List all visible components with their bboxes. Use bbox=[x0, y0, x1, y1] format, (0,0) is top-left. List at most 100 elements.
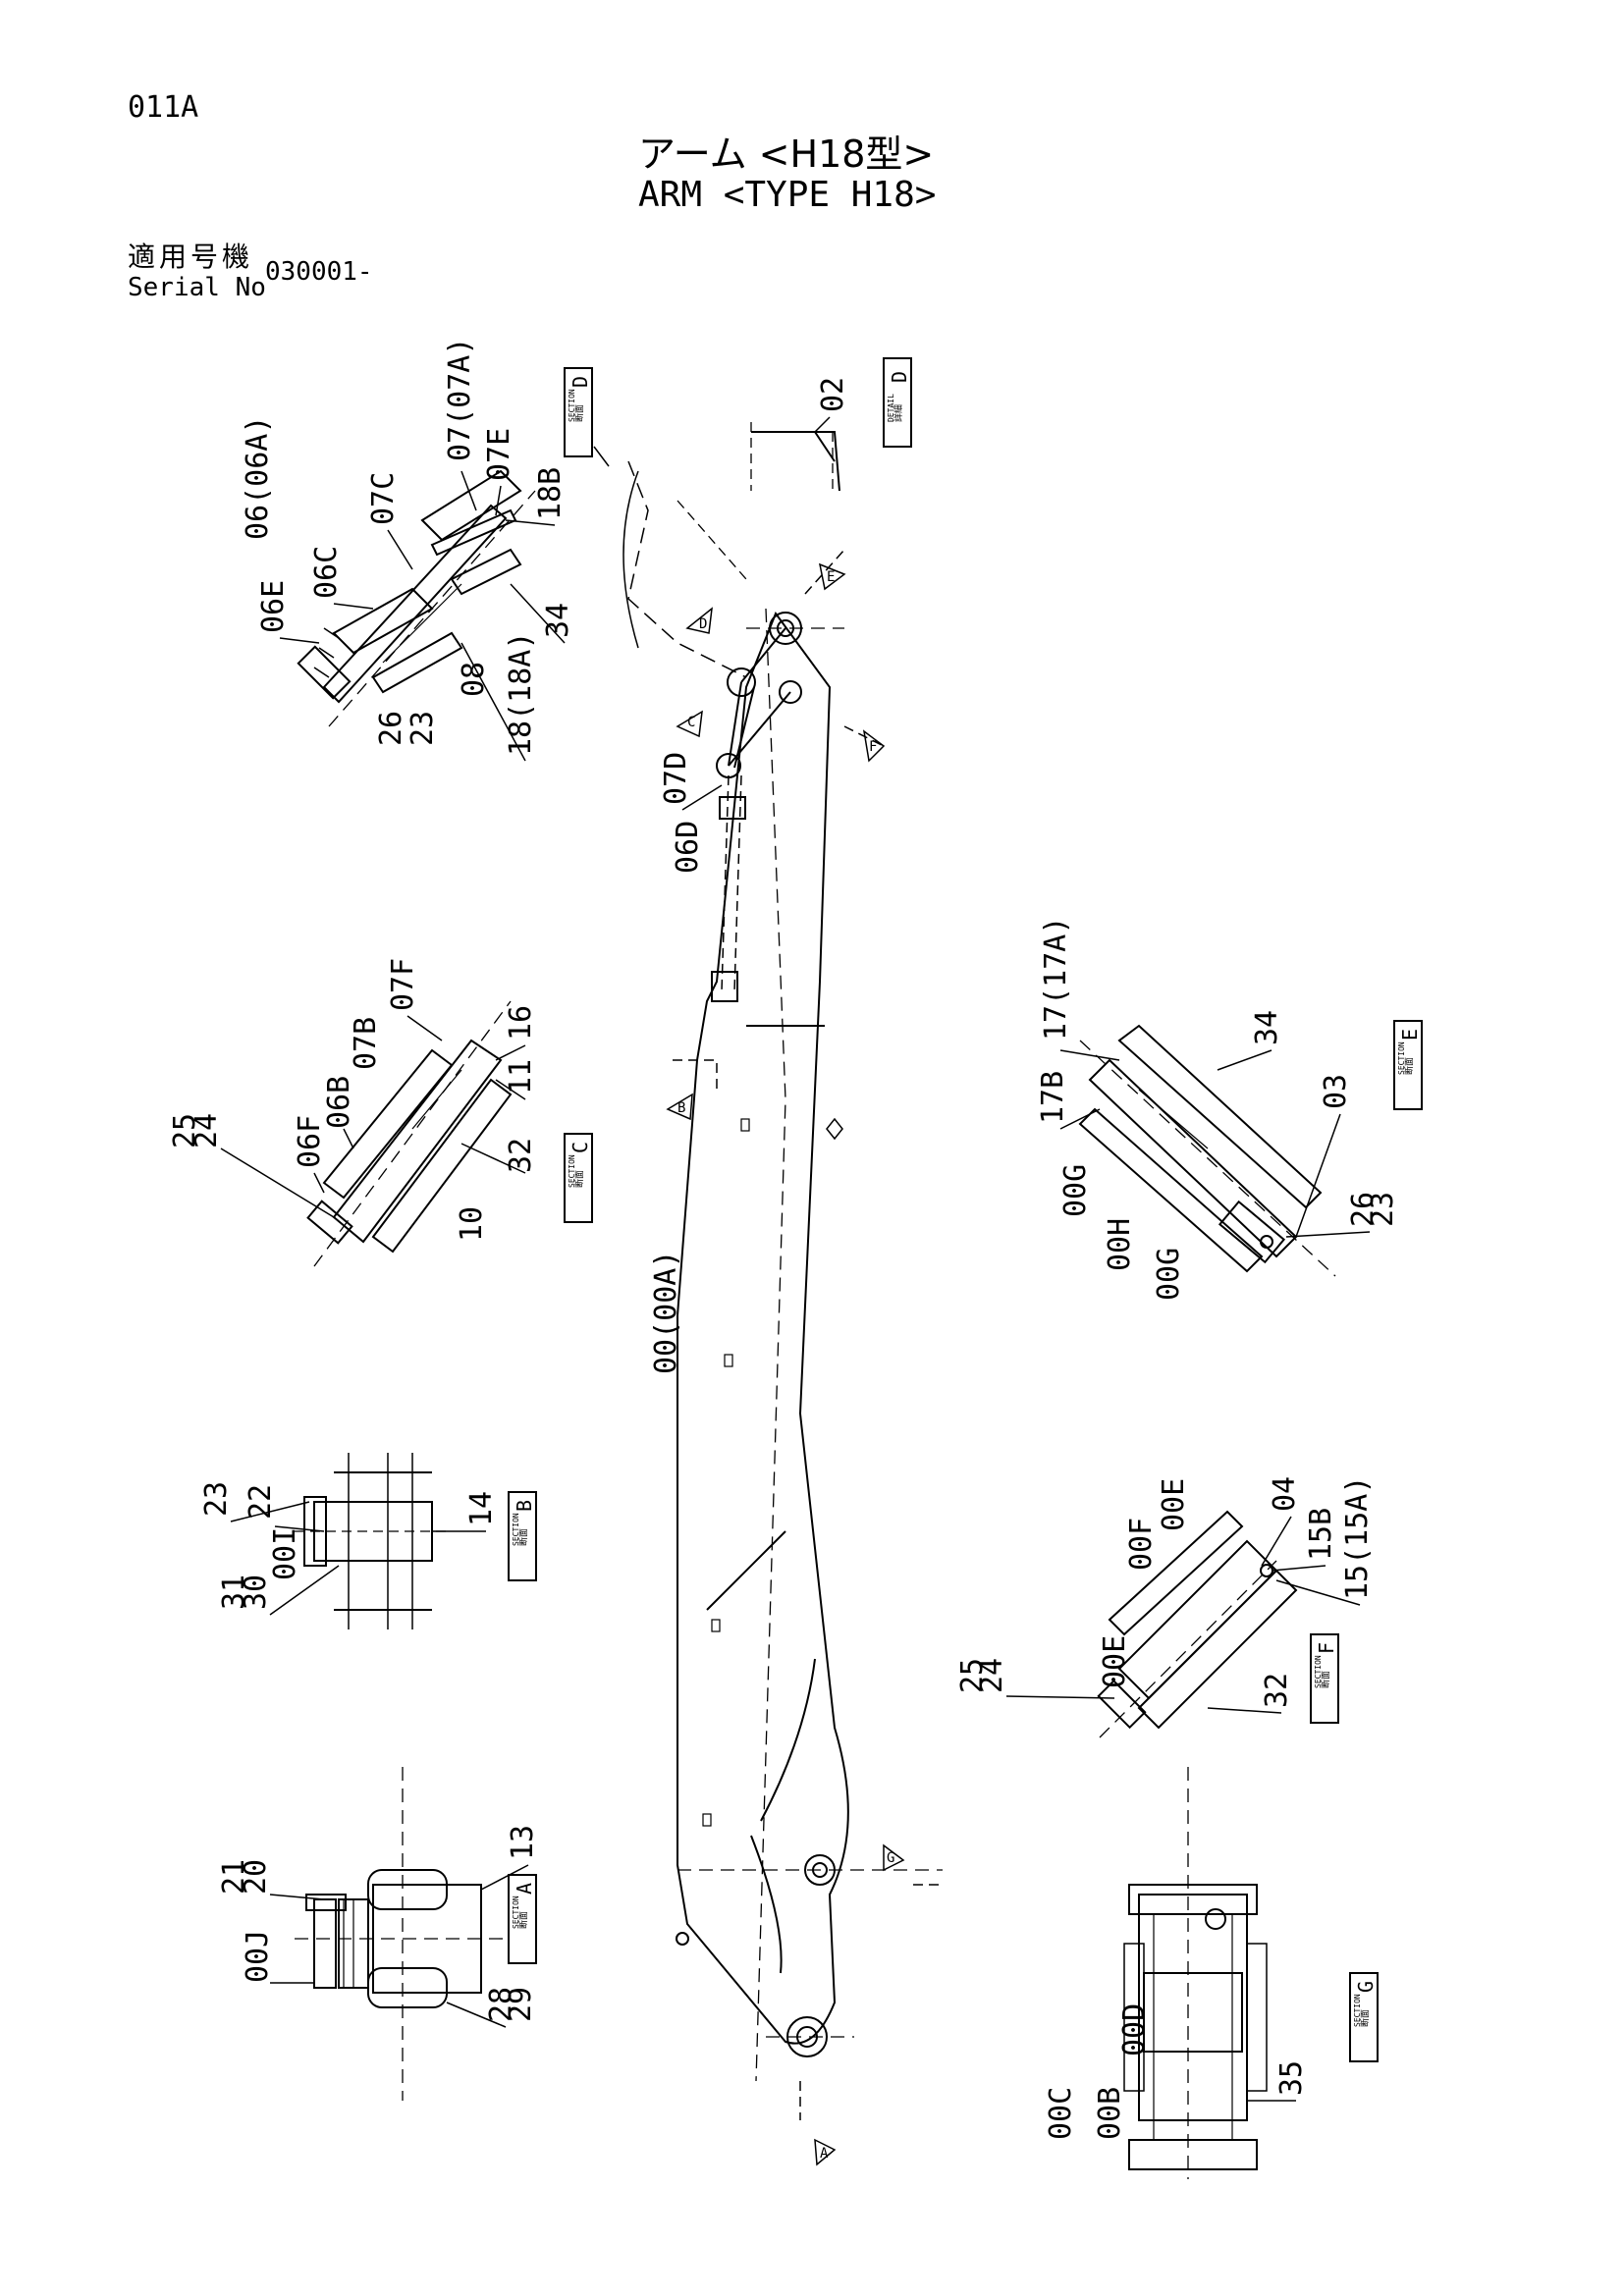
section-d-view bbox=[297, 469, 536, 727]
svg-text:A: A bbox=[513, 1883, 536, 1895]
svg-text:C: C bbox=[568, 1142, 592, 1153]
page-id: 011A bbox=[128, 90, 199, 125]
svg-text:SECTION: SECTION bbox=[512, 1896, 520, 1929]
callout-label: 29 bbox=[504, 1987, 538, 2022]
callout-label: 00J bbox=[241, 1930, 275, 1983]
callout-label: 06(06A) bbox=[241, 416, 275, 540]
title-english: ARM <TYPE H18> bbox=[638, 175, 937, 215]
svg-text:断面: 断面 bbox=[1403, 1057, 1415, 1075]
section-g-view bbox=[1123, 1767, 1268, 2179]
svg-text:詳細: 詳細 bbox=[893, 404, 904, 422]
section-b-view bbox=[295, 1453, 452, 1629]
callout-label: 16 bbox=[504, 1005, 538, 1041]
callout-label: 06D bbox=[671, 821, 705, 874]
callout-label: 07E bbox=[482, 428, 516, 481]
callout-label: 20 bbox=[239, 1859, 273, 1895]
section-tag-f: 断面 SECTION F bbox=[1310, 1633, 1339, 1724]
flag-letter-b: B bbox=[677, 1100, 685, 1116]
callout-label: 04 bbox=[1268, 1476, 1302, 1512]
section-tag-b: 断面 SECTION B bbox=[508, 1491, 537, 1581]
svg-text:SECTION: SECTION bbox=[512, 1513, 520, 1546]
title-japanese: アーム <H18型> bbox=[638, 133, 935, 176]
callout-label: 06C bbox=[309, 546, 344, 599]
callout-label: 00G bbox=[1152, 1248, 1186, 1301]
callout-label: 21 bbox=[217, 1859, 251, 1895]
svg-text:断面: 断面 bbox=[517, 1911, 529, 1929]
callout-label: 18(18A) bbox=[504, 632, 538, 756]
serial-label-english: Serial No bbox=[128, 273, 266, 302]
section-c-view bbox=[306, 1000, 513, 1267]
section-a-view bbox=[295, 1767, 511, 2101]
callout-label: 07D bbox=[659, 752, 693, 805]
svg-text:断面: 断面 bbox=[517, 1528, 529, 1546]
callout-label: 32 bbox=[1260, 1673, 1294, 1708]
flag-letter-a: A bbox=[820, 2146, 829, 2162]
section-tag-a: 断面 SECTION A bbox=[508, 1874, 537, 1964]
callout-label: 06B bbox=[322, 1076, 356, 1129]
callout-label: 00E bbox=[1098, 1635, 1132, 1688]
callout-label: 07B bbox=[349, 1017, 383, 1070]
callout-label: 17(17A) bbox=[1039, 917, 1073, 1041]
svg-text:SECTION: SECTION bbox=[568, 389, 576, 422]
callout-label: 00D bbox=[1117, 2003, 1152, 2056]
callout-label: 14 bbox=[464, 1491, 499, 1526]
callout-label: 23 bbox=[406, 711, 440, 746]
svg-text:SECTION: SECTION bbox=[568, 1154, 576, 1188]
flag-letter-g: G bbox=[887, 1850, 894, 1866]
callout-label: 32 bbox=[504, 1138, 538, 1173]
callout-label: 25 bbox=[955, 1658, 990, 1693]
callout-label: 15(15A) bbox=[1340, 1476, 1375, 1600]
detail-tag-d: 詳細 DETAIL D bbox=[883, 357, 912, 448]
svg-text:E: E bbox=[1398, 1029, 1422, 1041]
svg-text:F: F bbox=[1315, 1642, 1338, 1654]
flag-letter-c: C bbox=[687, 715, 695, 730]
arm-main-body bbox=[623, 460, 943, 2166]
callout-label: 00G bbox=[1058, 1164, 1093, 1217]
callout-label: 00B bbox=[1093, 2087, 1127, 2140]
serial-label-japanese: 適用号機 bbox=[128, 240, 254, 273]
part-callouts: 07(07A) 07E 07C 06(06A) 06C 18B 06E 34 0… bbox=[168, 338, 1400, 2140]
svg-text:DETAIL: DETAIL bbox=[887, 394, 895, 422]
callout-label: 00(00A) bbox=[649, 1251, 683, 1374]
callout-label: 00H bbox=[1103, 1218, 1137, 1271]
callout-label: 31 bbox=[217, 1575, 251, 1610]
detail-d-view bbox=[750, 422, 840, 492]
callout-label: 00E bbox=[1157, 1478, 1191, 1531]
callout-label: 07(07A) bbox=[443, 338, 477, 461]
callout-label: 00I bbox=[268, 1527, 302, 1580]
serial-number-value: 030001- bbox=[265, 257, 373, 287]
callout-label: 17B bbox=[1036, 1071, 1070, 1124]
callout-label: 06F bbox=[293, 1115, 327, 1168]
callout-label: 34 bbox=[1250, 1010, 1284, 1045]
svg-text:D: D bbox=[568, 376, 592, 388]
svg-text:断面: 断面 bbox=[573, 1170, 585, 1188]
svg-text:SECTION: SECTION bbox=[1314, 1655, 1323, 1688]
svg-text:断面: 断面 bbox=[1320, 1671, 1331, 1688]
callout-label: 23 bbox=[199, 1481, 234, 1517]
callout-label: 06E bbox=[256, 580, 291, 633]
callout-label: 34 bbox=[541, 603, 575, 638]
svg-text:G: G bbox=[1354, 1981, 1378, 1993]
callout-label: 24 bbox=[189, 1113, 224, 1148]
callout-label: 00F bbox=[1124, 1518, 1159, 1571]
callout-label: 28 bbox=[484, 1987, 518, 2022]
svg-text:断面: 断面 bbox=[1359, 2009, 1371, 2027]
callout-label: 24 bbox=[975, 1658, 1009, 1693]
callout-label: 00C bbox=[1044, 2087, 1078, 2140]
callout-label: 02 bbox=[816, 377, 850, 412]
callout-label: 10 bbox=[455, 1206, 489, 1242]
section-tag-g: 断面 SECTION G bbox=[1349, 1972, 1379, 2062]
svg-text:B: B bbox=[513, 1500, 536, 1512]
callout-label: 30 bbox=[239, 1575, 273, 1610]
svg-text:D: D bbox=[888, 371, 911, 383]
callout-label: 15B bbox=[1304, 1508, 1338, 1561]
callout-label: 07C bbox=[366, 472, 401, 525]
flag-letter-f: F bbox=[869, 739, 877, 755]
section-tag-e: 断面 SECTION E bbox=[1393, 1020, 1423, 1110]
callout-label: 18B bbox=[533, 467, 568, 520]
svg-text:断面: 断面 bbox=[573, 404, 585, 422]
callout-label: 13 bbox=[506, 1825, 540, 1860]
callout-label: 08 bbox=[457, 662, 491, 697]
flag-letter-d: D bbox=[699, 616, 707, 632]
